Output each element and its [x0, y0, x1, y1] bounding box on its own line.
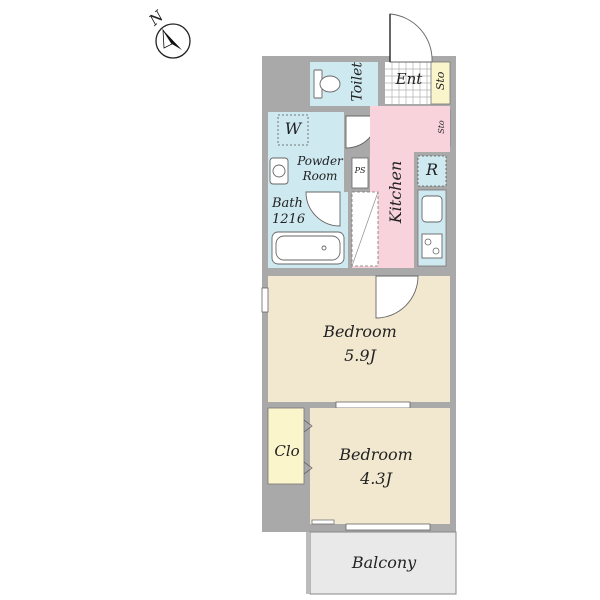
entrance-tile-grid [385, 62, 431, 104]
washer-box [277, 114, 309, 146]
sink-icon [421, 195, 443, 223]
bath-label-line2: 1216 [272, 212, 306, 228]
bedroom1-size: 5.9J [344, 346, 376, 365]
bedroom2-label: Bedroom 4.3J [326, 443, 426, 491]
washbasin-icon [269, 157, 289, 185]
bath-door-swing [305, 191, 341, 227]
balcony-window [345, 523, 431, 531]
powder-room-line1: Powder [297, 154, 343, 168]
bedroom2-window-small [311, 519, 335, 525]
bedroom1-door-swing [375, 275, 419, 319]
storage-top-label: Sto [434, 71, 448, 91]
toilet-fixture-icon [313, 69, 341, 99]
storage-small-label: Sto [437, 120, 446, 134]
washer-label: W [284, 119, 302, 138]
balcony-area [309, 531, 457, 595]
bedroom2-area [310, 408, 450, 524]
balcony-label: Balcony [351, 553, 417, 572]
stove-icon [421, 233, 443, 259]
balcony-rail [306, 532, 310, 594]
bedroom2-name: Bedroom [339, 445, 413, 464]
bath-label: Bath 1216 [272, 196, 312, 229]
toilet-label: Toilet [349, 61, 366, 102]
sliding-door-bedrooms [335, 401, 411, 409]
refrigerator-label: R [425, 160, 439, 179]
powder-room-label: Powder Room [294, 154, 346, 184]
bedroom1-name: Bedroom [323, 322, 397, 341]
entrance-label: Ent [395, 70, 423, 88]
closet-area [267, 407, 305, 485]
entrance-door-swing [389, 13, 433, 63]
bath-label-line1: Bath [272, 196, 303, 211]
refrigerator-box [417, 155, 447, 187]
bedroom2-size: 4.3J [360, 469, 392, 488]
closet-door-marks [303, 419, 313, 433]
bedroom1-window [261, 287, 269, 313]
powder-room-line2: Room [302, 169, 338, 183]
closet-label: Clo [274, 442, 300, 460]
washer-area [268, 112, 344, 152]
kitchen-label: Kitchen [386, 160, 405, 224]
pipe-space-label: PS [354, 166, 366, 175]
compass-icon [155, 23, 191, 59]
counter-diagonal [351, 191, 379, 267]
pipe-space [351, 157, 369, 189]
bathtub-icon [271, 231, 345, 265]
bedroom1-label: Bedroom 5.9J [310, 320, 410, 368]
storage-top [430, 61, 451, 105]
bedroom1-area [268, 276, 450, 402]
closet-door-marks-lower [303, 461, 313, 475]
